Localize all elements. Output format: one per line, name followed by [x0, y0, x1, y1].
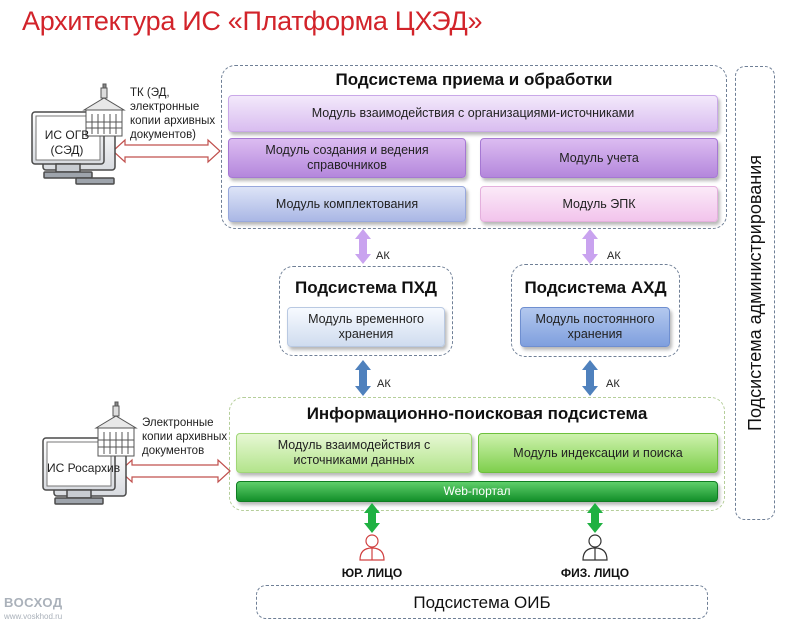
rosarchive-system-label: ИС Росархив	[47, 461, 121, 475]
page-title: Архитектура ИС «Платформа ЦХЭД»	[22, 6, 483, 36]
oib-subsystem	[256, 585, 708, 619]
physical-person-label: ФИЗ. ЛИЦО	[560, 566, 630, 580]
building-rosarchive-icon	[94, 401, 138, 457]
arrow-ahd-search	[582, 360, 598, 396]
phd-subsystem	[279, 266, 453, 356]
module-temporary-storage[interactable]: Модуль временного хранения	[287, 307, 445, 347]
voskhod-logo: ВОСХОД	[4, 595, 63, 610]
module-accounting[interactable]: Модуль учета	[480, 138, 718, 178]
computer-ogv-icon	[31, 111, 116, 185]
module-permanent-storage[interactable]: Модуль постоянного хранения	[520, 307, 670, 347]
phd-subsystem-title: Подсистема ПХД	[294, 278, 438, 297]
module-interaction-sources[interactable]: Модуль взаимодействия с организациями-ис…	[228, 95, 718, 132]
admin-subsystem	[735, 66, 775, 520]
module-references[interactable]: Модуль создания и ведения справочников	[228, 138, 466, 178]
legal-person-label: ЮР. ЛИЦО	[341, 566, 403, 580]
module-data-sources[interactable]: Модуль взаимодействия с источниками данн…	[236, 433, 472, 473]
arrow-intake-ahd	[582, 229, 598, 264]
legal-person-icon	[359, 534, 385, 561]
intake-subsystem-title: Подсистема приема и обработки	[335, 70, 613, 89]
ak-label-1: АК	[376, 250, 390, 262]
arrow-portal-legal	[364, 503, 380, 533]
ogv-system-text: ИС ОГВ (СЭД)	[44, 128, 90, 157]
module-indexing-search[interactable]: Модуль индексации и поиска	[478, 433, 718, 473]
arrow-rosarchive-search	[119, 458, 231, 484]
ak-label-2: АК	[607, 250, 621, 262]
search-subsystem	[229, 397, 725, 511]
oib-subsystem-title: Подсистема ОИБ	[413, 593, 551, 612]
ogv-link-text: ТК (ЭД, электронные копии архивных докум…	[130, 87, 216, 141]
ogv-system-label: ИС ОГВ (СЭД)	[36, 128, 98, 158]
rosarchive-link-text: Электронные копии архивных документов	[142, 417, 228, 457]
arrow-intake-phd	[355, 229, 371, 264]
module-acquisition[interactable]: Модуль комплектования	[228, 186, 466, 222]
ak-label-4: АК	[606, 378, 620, 390]
arrow-ogv-intake	[112, 138, 221, 164]
ahd-subsystem	[511, 264, 680, 357]
voskhod-url: www.voskhod.ru	[4, 612, 63, 621]
arrow-phd-search	[355, 360, 371, 396]
web-portal[interactable]: Web-портал	[236, 481, 718, 502]
building-ogv-icon	[82, 83, 126, 137]
module-epk[interactable]: Модуль ЭПК	[480, 186, 718, 222]
ak-label-3: АК	[377, 378, 391, 390]
ahd-subsystem-title: Подсистема АХД	[524, 278, 667, 297]
search-subsystem-title: Информационно-поисковая подсистема	[306, 404, 648, 423]
intake-subsystem	[221, 65, 727, 229]
arrow-portal-physical	[587, 503, 603, 533]
physical-person-icon	[582, 534, 608, 561]
computer-rosarchive-icon	[42, 437, 127, 505]
